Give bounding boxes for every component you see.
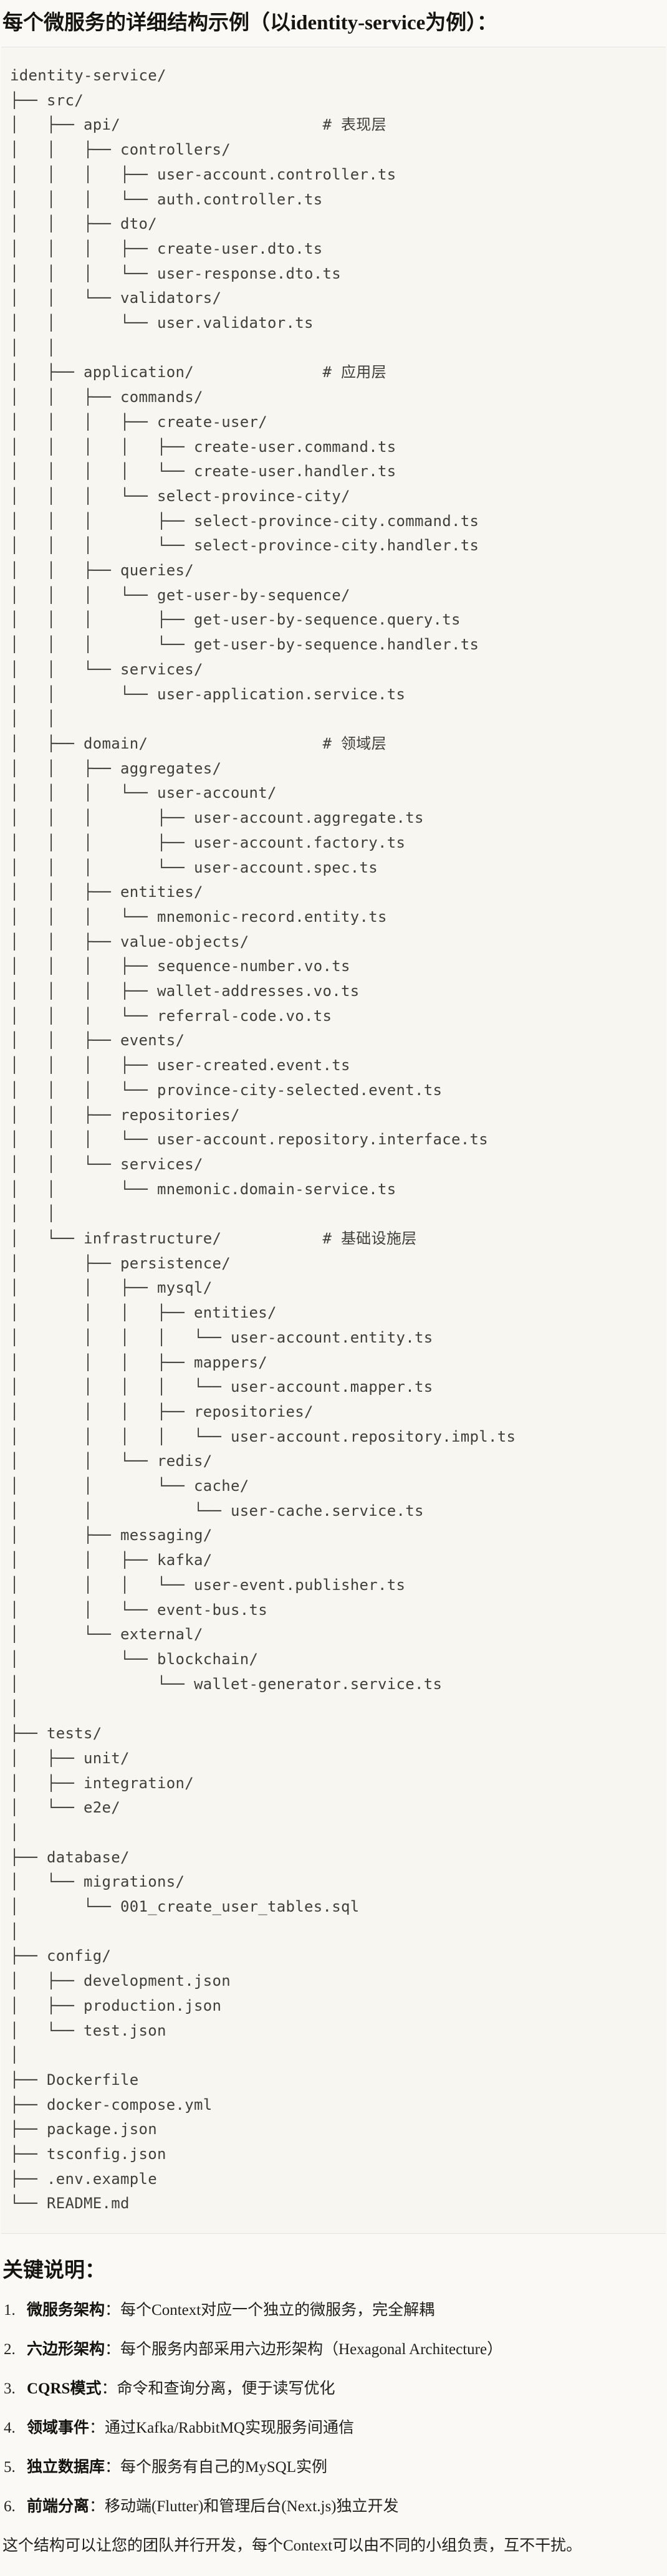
note-term: 领域事件 — [27, 2420, 90, 2437]
closing-paragraph: 这个结构可以让您的团队并行开发，每个Context可以由不同的小组负责，互不干扰… — [2, 2537, 582, 2555]
note-number: 5. — [4, 2459, 16, 2476]
document: 每个微服务的详细结构示例（以identity-service为例）： ident… — [0, 10, 667, 2557]
note-number: 6. — [4, 2498, 16, 2516]
note-item: 5. 独立数据库：每个服务有自己的MySQL实例 — [1, 2456, 666, 2478]
note-description: ：每个服务内部采用六边形架构（Hexagonal Architecture） — [105, 2341, 503, 2358]
note-item: 3. CQRS模式：命令和查询分离，便于读写优化 — [1, 2378, 666, 2400]
note-number: 2. — [4, 2341, 16, 2358]
note-term: 六边形架构 — [27, 2341, 105, 2358]
note-description: ：每个服务有自己的MySQL实例 — [105, 2459, 327, 2476]
note-term: 独立数据库 — [27, 2459, 105, 2476]
note-item: 6. 前端分离：移动端(Flutter)和管理后台(Next.js)独立开发 — [1, 2496, 666, 2517]
note-number: 1. — [4, 2302, 16, 2319]
note-item: 4. 领域事件：通过Kafka/RabbitMQ实现服务间通信 — [1, 2417, 666, 2439]
note-description: ：每个Context对应一个独立的微服务，完全解耦 — [105, 2302, 435, 2319]
note-item: 2. 六边形架构：每个服务内部采用六边形架构（Hexagonal Architec… — [1, 2339, 666, 2360]
file-tree: identity-service/ ├── src/ │ ├── api/ # … — [10, 67, 516, 2213]
note-term: 微服务架构 — [27, 2302, 105, 2319]
note-number: 3. — [4, 2380, 16, 2398]
page-title: 每个微服务的详细结构示例（以identity-service为例）： — [2, 12, 497, 34]
note-term: CQRS模式 — [27, 2380, 102, 2398]
note-description: ：通过Kafka/RabbitMQ实现服务间通信 — [89, 2420, 354, 2437]
notes-title: 关键说明： — [2, 2259, 105, 2282]
note-description: ：命令和查询分离，便于读写优化 — [101, 2380, 335, 2398]
note-term: 前端分离 — [27, 2498, 90, 2516]
note-description: ：移动端(Flutter)和管理后台(Next.js)独立开发 — [89, 2498, 399, 2516]
note-item: 1. 微服务架构：每个Context对应一个独立的微服务，完全解耦 — [1, 2299, 666, 2321]
file-tree-code-block: identity-service/ ├── src/ │ ├── api/ # … — [1, 47, 666, 2234]
note-number: 4. — [4, 2420, 16, 2437]
